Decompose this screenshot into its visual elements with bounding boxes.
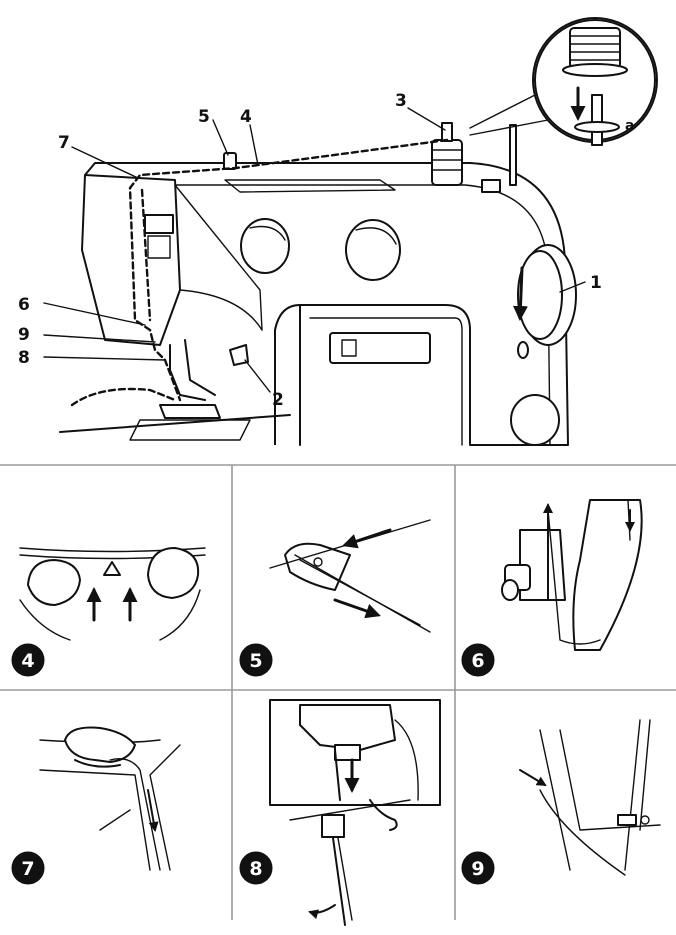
- panel-step-5: [269, 519, 431, 633]
- panel-step-4: [19, 547, 206, 641]
- inset-spool-pin: [591, 94, 603, 146]
- label-6: 6: [18, 295, 30, 315]
- second-spool-pin: [509, 124, 517, 186]
- right-thumb: [147, 547, 200, 599]
- detail-grid: [0, 464, 676, 920]
- label-3: 3: [395, 91, 407, 111]
- inset-spool: [569, 27, 621, 69]
- label-7: 7: [58, 133, 70, 153]
- step-number-8: 8: [249, 858, 262, 880]
- label-8: 8: [18, 348, 30, 368]
- panel-step-7: [39, 726, 181, 871]
- guide-bracket: [64, 726, 136, 763]
- label-5: 5: [198, 107, 210, 127]
- step-number-9: 9: [471, 858, 484, 880]
- bed-thread: [70, 387, 177, 407]
- label-4: 4: [240, 107, 252, 127]
- dial-right: [345, 219, 401, 281]
- inset-label-a: a: [625, 118, 634, 134]
- thread-guide-small: [103, 561, 121, 576]
- thread-path: [128, 138, 449, 402]
- machine-head: [81, 174, 181, 346]
- step-badge-6: [461, 643, 495, 677]
- presser-foot: [159, 404, 221, 419]
- needle-bar-9: [617, 814, 637, 826]
- display-panel: [329, 332, 431, 364]
- step-badge-9: [461, 851, 495, 885]
- panel-step-9: [519, 719, 661, 876]
- guide-hook: [284, 542, 351, 591]
- step-badges: 4 5 6 7 8 9: [11, 643, 495, 885]
- spool-pin: [441, 122, 453, 142]
- sewing-machine-illustration: 1 2 3 4 5 6 7 8 9: [18, 91, 602, 446]
- step-badge-4: [11, 643, 45, 677]
- reverse-lever: [229, 344, 249, 366]
- label-1: 1: [590, 273, 602, 293]
- step-number-7: 7: [21, 858, 34, 880]
- take-up-lever-detail: [572, 499, 643, 651]
- machine-body: [84, 162, 569, 446]
- panel-step-8: [269, 699, 441, 926]
- step-badge-8: [239, 851, 273, 885]
- dial-left: [240, 218, 290, 274]
- spool-inset: a: [469, 17, 658, 146]
- step-number-4: 4: [21, 650, 34, 672]
- step-badge-7: [11, 851, 45, 885]
- step-number-5: 5: [249, 650, 262, 672]
- step-number-6: 6: [471, 650, 484, 672]
- panel-step-6: [501, 499, 643, 651]
- label-9: 9: [18, 325, 30, 345]
- thread-guide: [223, 152, 237, 170]
- take-up-lever: [144, 214, 174, 234]
- spool: [431, 139, 463, 186]
- label-2: 2: [272, 390, 284, 410]
- handwheel-arrow: [512, 266, 528, 321]
- needle-clamp: [321, 814, 345, 838]
- step-badge-5: [239, 643, 273, 677]
- left-thumb: [27, 559, 81, 606]
